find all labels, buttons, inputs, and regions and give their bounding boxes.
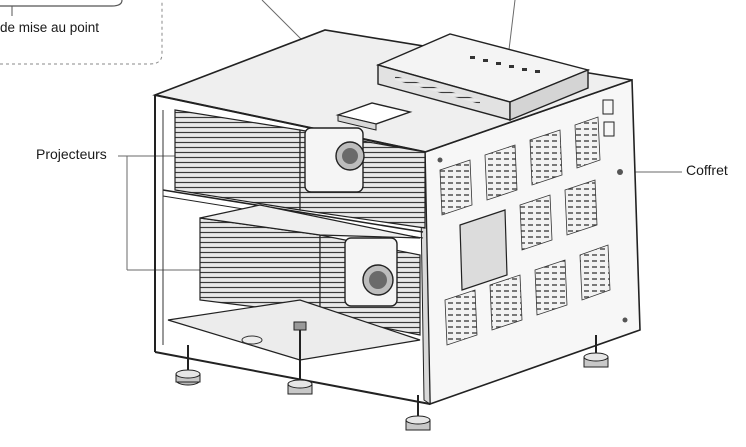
enclosure-label: Coffret xyxy=(686,162,728,178)
side-vent-slots xyxy=(437,99,628,346)
control-unit xyxy=(375,33,591,122)
lower-projector xyxy=(199,204,421,336)
focus-knob-top xyxy=(335,102,413,131)
focus-callout-box xyxy=(0,0,163,65)
focus-knob-label: de mise au point xyxy=(0,20,100,35)
leveling-feet xyxy=(175,321,609,431)
projectors-label: Projecteurs xyxy=(36,146,107,162)
upper-projector xyxy=(174,109,426,229)
